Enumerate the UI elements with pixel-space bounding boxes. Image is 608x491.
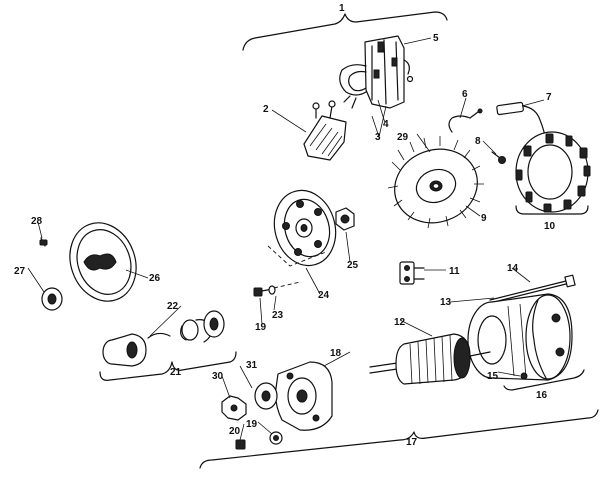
bracket-10 (515, 205, 589, 215)
part-20-bolt (235, 439, 246, 450)
part-19-bolt (253, 287, 273, 297)
part-26-cover-disc (69, 222, 137, 302)
part-28-screw (39, 237, 48, 247)
part-16-motor-frame (467, 293, 573, 381)
callout-12: 12 (394, 317, 406, 328)
part-12-armature (369, 333, 491, 385)
part-24-end-cover (267, 189, 337, 267)
callout-2: 2 (263, 104, 269, 115)
callout-7: 7 (546, 92, 552, 103)
callout-5: 5 (433, 33, 439, 44)
callout-18: 18 (330, 348, 342, 359)
callout-1: 1 (339, 3, 345, 14)
callout-25: 25 (347, 260, 359, 271)
bracket-1 (242, 11, 448, 51)
part-11-terminal (399, 261, 425, 285)
part-9-flywheel (387, 136, 484, 229)
callout-31: 31 (246, 360, 258, 371)
bracket-16 (503, 369, 585, 391)
part-21-drive-assembly (102, 310, 225, 367)
callout-15: 15 (487, 371, 499, 382)
part-14-through-bolt (489, 274, 576, 304)
callout-8: 8 (475, 136, 481, 147)
part-31-gear (254, 382, 278, 410)
callout-16: 16 (536, 390, 548, 401)
callout-14: 14 (507, 263, 519, 274)
callout-3: 3 (375, 132, 381, 143)
part-27-nut (41, 287, 63, 311)
callout-24: 24 (318, 290, 330, 301)
callout-17: 17 (406, 437, 418, 448)
callout-23: 23 (272, 310, 284, 321)
callout-9: 9 (481, 213, 487, 224)
part-18-drive-housing (275, 361, 333, 431)
part-6-clip-end (477, 108, 483, 114)
callout-19-lower: 19 (246, 419, 258, 430)
part-30-pinion (221, 395, 247, 421)
part-5-terminal-block (339, 35, 414, 109)
part-2-brush-plate (303, 100, 347, 161)
callout-labels: 1 2 3 4 5 6 7 8 9 10 11 12 13 14 15 16 1… (14, 3, 556, 448)
callout-26: 26 (149, 273, 161, 284)
callout-29: 29 (397, 132, 409, 143)
part-23-washer (268, 281, 301, 295)
part-6-clip (448, 111, 479, 133)
callout-20: 20 (229, 426, 241, 437)
callout-21: 21 (170, 367, 182, 378)
callout-27: 27 (14, 266, 26, 277)
callout-4: 4 (383, 119, 389, 130)
callout-19-upper: 19 (255, 322, 267, 333)
part-10-stator (515, 131, 591, 213)
leader-lines (27, 37, 545, 441)
callout-30: 30 (212, 371, 224, 382)
callout-28: 28 (31, 216, 43, 227)
callout-13: 13 (440, 297, 452, 308)
callout-22: 22 (167, 301, 179, 312)
callout-11: 11 (449, 266, 460, 277)
bracket-17 (199, 409, 599, 469)
part-8-screw (491, 151, 506, 164)
callout-10: 10 (544, 221, 556, 232)
callout-6: 6 (462, 89, 468, 100)
part-25-nut (335, 207, 355, 231)
bracket-21 (99, 351, 237, 381)
part-19-lower-washer (269, 431, 283, 445)
